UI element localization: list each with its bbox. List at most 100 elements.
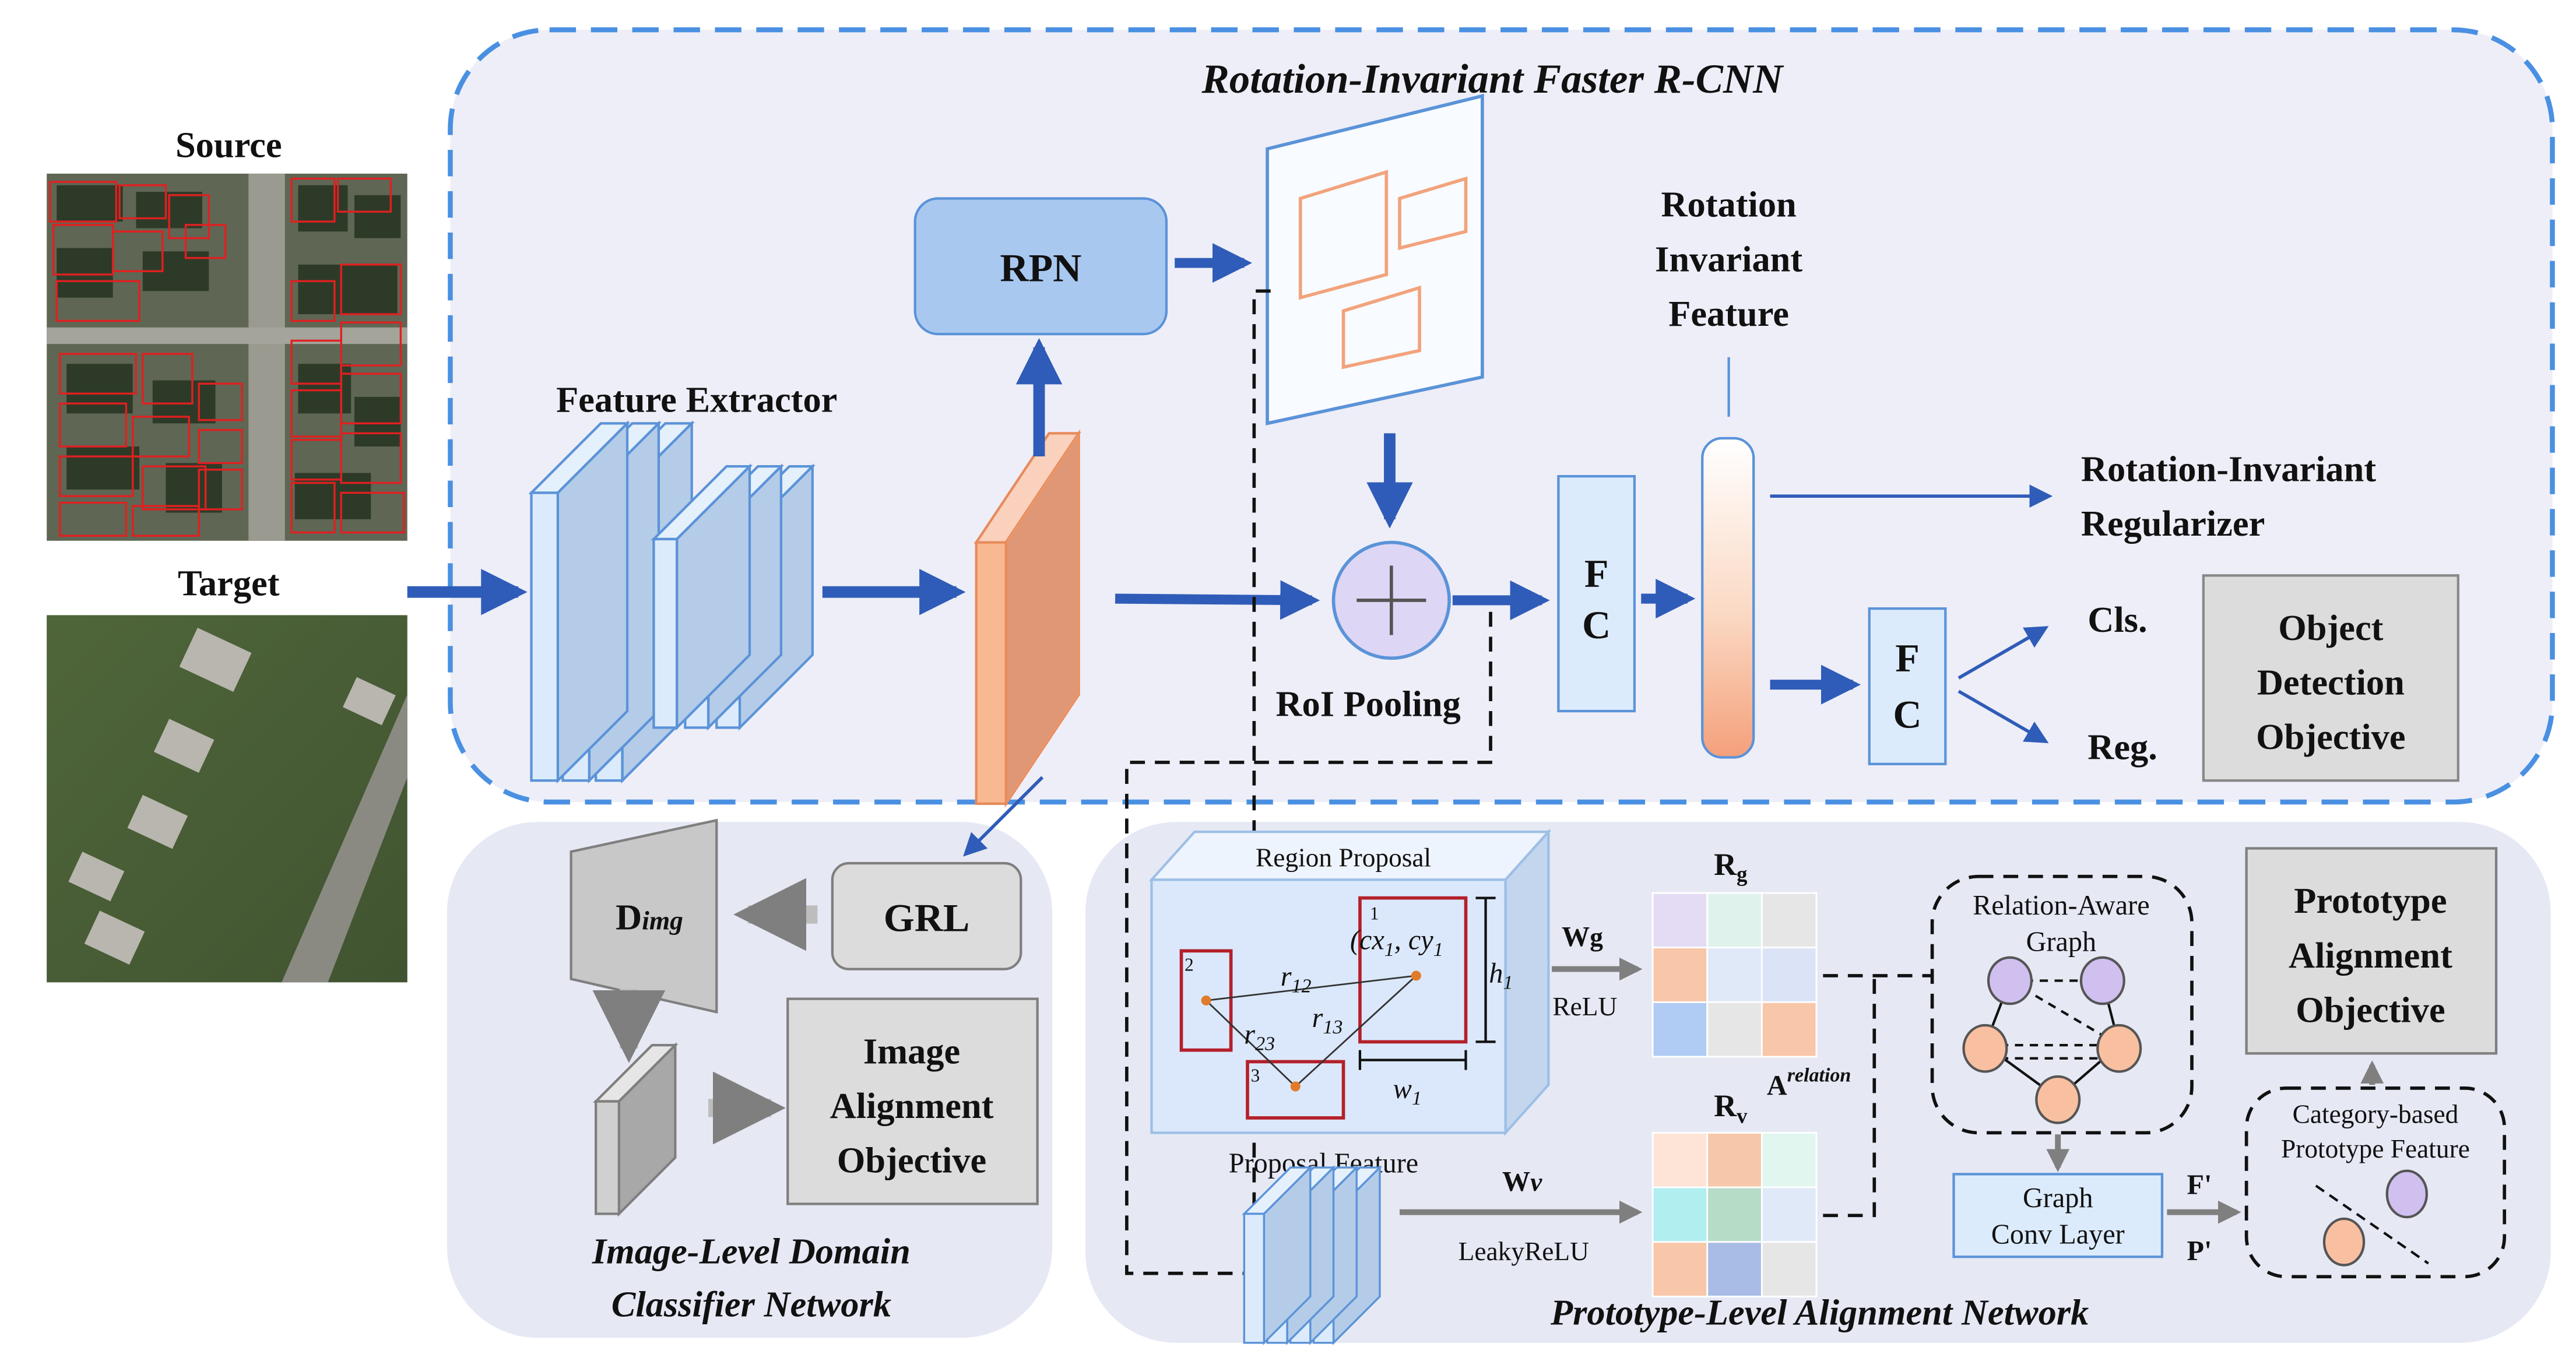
ia-objective-line-1: Image (863, 1031, 960, 1071)
r23-label: r23 (1244, 1019, 1275, 1054)
image-level-title-2: Classifier Network (612, 1284, 891, 1324)
ia-objective-line-2: Alignment (830, 1086, 994, 1126)
ia-objective-line-3: Objective (837, 1141, 986, 1181)
box-number-1: 1 (1370, 903, 1379, 923)
gcn-label-1: Graph (2023, 1183, 2093, 1214)
gcn-label-2: Conv Layer (1991, 1219, 2125, 1250)
grl-label: GRL (884, 895, 970, 940)
matrix-cell (1760, 892, 1818, 949)
rv-label: Rv (1714, 1088, 1748, 1127)
rv-matrix (1651, 1132, 1818, 1297)
center-coord-label: (cx1, cy1 (1350, 925, 1443, 961)
matrix-cell (1760, 1132, 1818, 1188)
matrix-cell (1760, 1241, 1818, 1297)
pa-objective-line-1: Prototype (2294, 881, 2447, 921)
f-prime-label: F' (2187, 1169, 2212, 1200)
matrix-cell (1706, 1186, 1763, 1243)
matrix-cell (1651, 1241, 1709, 1297)
fc2-to-cls-arrow (1958, 626, 2049, 680)
proposal-feature-stack (1242, 1165, 1383, 1345)
rif-label-2: Invariant (1655, 239, 1802, 279)
matrix-cell (1651, 892, 1709, 949)
matrix-cell (1706, 1001, 1763, 1058)
matrix-cell (1651, 1132, 1709, 1188)
dimg-discriminator (570, 818, 718, 1014)
box-number-3: 3 (1251, 1065, 1260, 1086)
proposal-centers (1201, 970, 1421, 1092)
fc-layer-1-f: F (1584, 551, 1609, 596)
a-relation-label: Arelation (1767, 1065, 1851, 1102)
reg-label: Reg. (2087, 727, 2157, 767)
matrix-cell (1760, 1186, 1818, 1243)
dimg-label: Dimg (616, 897, 683, 937)
regularizer-label-2: Regularizer (2081, 504, 2265, 544)
image-level-title-1: Image-Level Domain (592, 1232, 911, 1272)
graph-nodes (1962, 956, 2142, 1124)
matrix-cell (1706, 1241, 1763, 1297)
fc-layer-1 (1557, 474, 1636, 713)
graph-conv-layer-box (1952, 1173, 2164, 1258)
rif-label-3: Feature (1668, 294, 1789, 334)
fc-layer-2-c: C (1893, 692, 1921, 736)
leaky-relu-label: LeakyReLU (1459, 1237, 1589, 1266)
roi-pooling-label: RoI Pooling (1275, 684, 1460, 724)
source-label: Source (175, 125, 282, 166)
object-detection-objective-box (2202, 574, 2459, 782)
target-aerial-image (47, 615, 407, 983)
od-objective-line-1: Object (2278, 608, 2383, 648)
relation-graph-label-1: Relation-Aware (1973, 890, 2150, 921)
h1-dimension (1475, 896, 1496, 1043)
matrix-cell (1651, 1186, 1709, 1243)
relation-aware-graph-box (1930, 874, 2194, 1135)
roi-pooling-operator (1331, 540, 1451, 660)
r13-label: r13 (1312, 1003, 1343, 1038)
fc-layer-1-c: C (1582, 603, 1611, 647)
source-aerial-image (47, 173, 407, 541)
prototype-node-purple (2385, 1169, 2429, 1219)
domain-feature-vector (593, 1042, 679, 1217)
feature-extractor-label: Feature Extractor (556, 379, 837, 420)
w1-label: w1 (1393, 1074, 1422, 1109)
matrix-cell (1706, 892, 1763, 949)
fc-layer-2-f: F (1895, 636, 1920, 680)
proposal-relations (1206, 975, 1417, 1088)
faster-rcnn-title: Rotation-Invariant Faster R-CNN (1201, 57, 1784, 102)
r12-label: r12 (1281, 961, 1312, 997)
rpn-box (913, 197, 1168, 336)
image-alignment-objective-box (786, 997, 1039, 1205)
backbone-feature-map (974, 429, 1081, 808)
matrix-cell (1706, 947, 1763, 1003)
feature-extractor-block (528, 420, 816, 784)
relation-graph-label-2: Graph (2026, 926, 2096, 957)
h1-label: h1 (1489, 958, 1513, 993)
pa-objective-line-3: Objective (2296, 990, 2445, 1030)
rg-matrix (1651, 892, 1818, 1058)
od-objective-line-3: Objective (2256, 717, 2405, 757)
target-label: Target (178, 563, 280, 603)
feature-extractor-layer (651, 463, 753, 731)
p-prime-label: P' (2187, 1236, 2212, 1267)
feature-to-roi-arrow (1115, 580, 1320, 620)
fc-layer-2 (1868, 607, 1947, 765)
cls-label: Cls. (2087, 600, 2147, 640)
rg-label: Rg (1714, 847, 1748, 886)
feature-extractor-layer (528, 420, 631, 784)
prototype-alignment-objective-box (2245, 847, 2498, 1055)
prototype-separator (2315, 1184, 2429, 1265)
region-proposal-cube (1148, 828, 1552, 1137)
category-proto-label-2: Prototype Feature (2281, 1134, 2470, 1163)
fc2-to-reg-arrow (1958, 690, 2049, 744)
regularizer-label-1: Rotation-Invariant (2081, 449, 2376, 490)
w1-dimension (1358, 1050, 1467, 1070)
rotation-invariant-feature-bar (1701, 437, 1755, 759)
proposal-bboxes (1179, 896, 1468, 1120)
feature-to-grl-arrow (963, 776, 1044, 857)
matrix-cell (1706, 1132, 1763, 1188)
rpn-label: RPN (1000, 245, 1081, 290)
box-number-2: 2 (1185, 954, 1194, 975)
grl-box (831, 861, 1022, 970)
wv-label: Wv (1502, 1166, 1542, 1197)
pa-objective-line-2: Alignment (2289, 936, 2452, 976)
